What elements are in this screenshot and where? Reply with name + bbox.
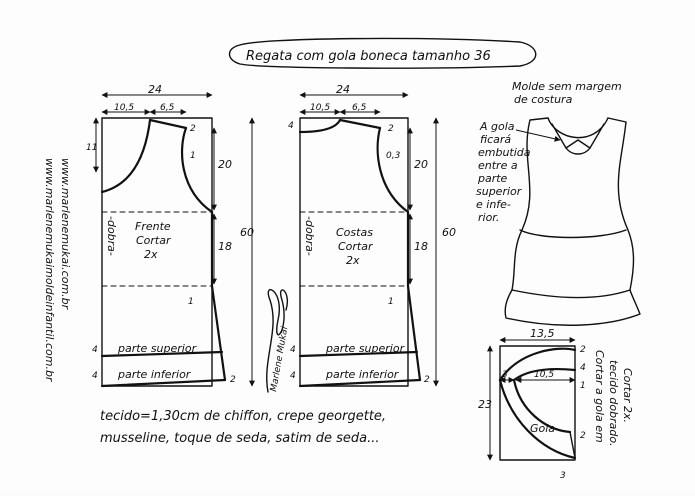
collar-height-label: 23: [478, 398, 492, 411]
collar-note-1: A gola: [479, 120, 515, 133]
front-upper-band-label: 4: [92, 345, 98, 355]
front-left-label: 10,5: [114, 103, 134, 113]
collar-inner-width-label: 10,5: [534, 370, 554, 380]
front-label-3: 2x: [144, 248, 158, 261]
front-hem-ext-label: 2: [230, 375, 236, 385]
front-width-label: 24: [148, 83, 162, 96]
fabric-line-1: tecido=1,30cm de chiffon, crepe georgett…: [100, 409, 386, 424]
collar-note-3: embutida: [478, 146, 531, 159]
collar-top-drop-label: 2: [580, 345, 586, 355]
website-2: www.marlenemukaimoldeinfantil.com.br: [43, 158, 56, 383]
collar-band-a-label: 4: [580, 363, 586, 373]
collar-band-b-label: 1: [580, 381, 586, 391]
front-label-2: Cortar: [136, 234, 172, 247]
back-hem-curve-label: 1: [388, 297, 394, 307]
collar-width-label: 13,5: [530, 327, 555, 340]
back-shoulder-drop-label: 2: [388, 124, 394, 134]
collar-note-4: entre a: [478, 159, 518, 172]
front-armhole-depth-label: 11: [86, 143, 97, 153]
back-label-3: 2x: [346, 254, 360, 267]
collar-note-5: parte: [477, 172, 508, 185]
collar-note-8: rior.: [478, 211, 499, 224]
collar-note-6: superior: [476, 185, 523, 198]
back-width-label: 24: [336, 83, 350, 96]
back-piece: 24 10,5 6,5 4 2 0,3 20 18 1 60 4 4 2 -do…: [288, 83, 456, 388]
page-title: Regata com gola boneca tamanho 36: [246, 49, 491, 64]
collar-cut-note-2: tecido dobrado.: [607, 360, 620, 447]
back-armhole-curve-label: 0,3: [386, 151, 401, 161]
back-lower-band-label: 4: [290, 371, 296, 381]
collar-inner-left-label: 3: [502, 370, 508, 380]
back-label-2: Cortar: [338, 240, 374, 253]
front-armhole-curve-label: 1: [190, 151, 196, 161]
front-shoulder-drop-label: 2: [190, 124, 196, 134]
collar-cut-note-3: Cortar 2x.: [621, 368, 634, 423]
collar-bottom-b-label: 3: [560, 471, 566, 481]
front-side-upper-label: 20: [218, 158, 232, 171]
back-upper-band-label: 4: [290, 345, 296, 355]
collar-bottom-a-label: 2: [580, 431, 586, 441]
front-label-1: Frente: [135, 220, 171, 233]
back-length-label: 60: [442, 226, 456, 239]
back-fold-label: -dobra-: [303, 216, 316, 256]
front-lower-band-label: 4: [92, 371, 98, 381]
front-upper-part: parte superior: [117, 342, 198, 355]
front-neck-label: 6,5: [160, 103, 175, 113]
front-fold-label: -dobra-: [105, 216, 118, 256]
back-label-1: Costas: [336, 226, 373, 239]
front-piece: 24 10,5 6,5 11 2 1 20 18 1: [86, 83, 255, 388]
back-side-upper-label: 20: [414, 158, 428, 171]
no-seam-note-1: Molde sem margem: [512, 80, 622, 93]
website-1: www.marlenemukai.com.br: [59, 158, 72, 311]
back-upper-part: parte superior: [325, 342, 406, 355]
back-left-label: 10,5: [310, 103, 330, 113]
no-seam-note-2: de costura: [514, 93, 573, 106]
front-side-lower-label: 18: [218, 240, 232, 253]
back-lower-part: parte inferior: [325, 368, 400, 381]
collar-note-2: ficará: [480, 133, 511, 146]
front-length-label: 60: [240, 226, 254, 239]
fabric-line-2: musseline, toque de seda, satim de seda.…: [100, 431, 380, 446]
back-side-lower-label: 18: [414, 240, 428, 253]
collar-note-7: e infe-: [476, 198, 511, 211]
collar-label: Gola: [530, 422, 555, 435]
back-neck-label: 6,5: [352, 103, 367, 113]
title-banner: Regata com gola boneca tamanho 36: [228, 37, 537, 69]
front-hem-curve-label: 1: [188, 297, 194, 307]
dress-sketch: [504, 117, 641, 326]
collar-piece: 13,5 3 10,5 23 2 4 1 2 3 Gola: [478, 327, 586, 481]
collar-cut-note-1: Cortar a gola em: [593, 350, 606, 443]
back-hem-ext-label: 2: [424, 375, 430, 385]
back-neck-drop-label: 4: [288, 121, 294, 131]
front-lower-part: parte inferior: [117, 368, 192, 381]
signature: Marlene Mukai: [266, 288, 290, 393]
